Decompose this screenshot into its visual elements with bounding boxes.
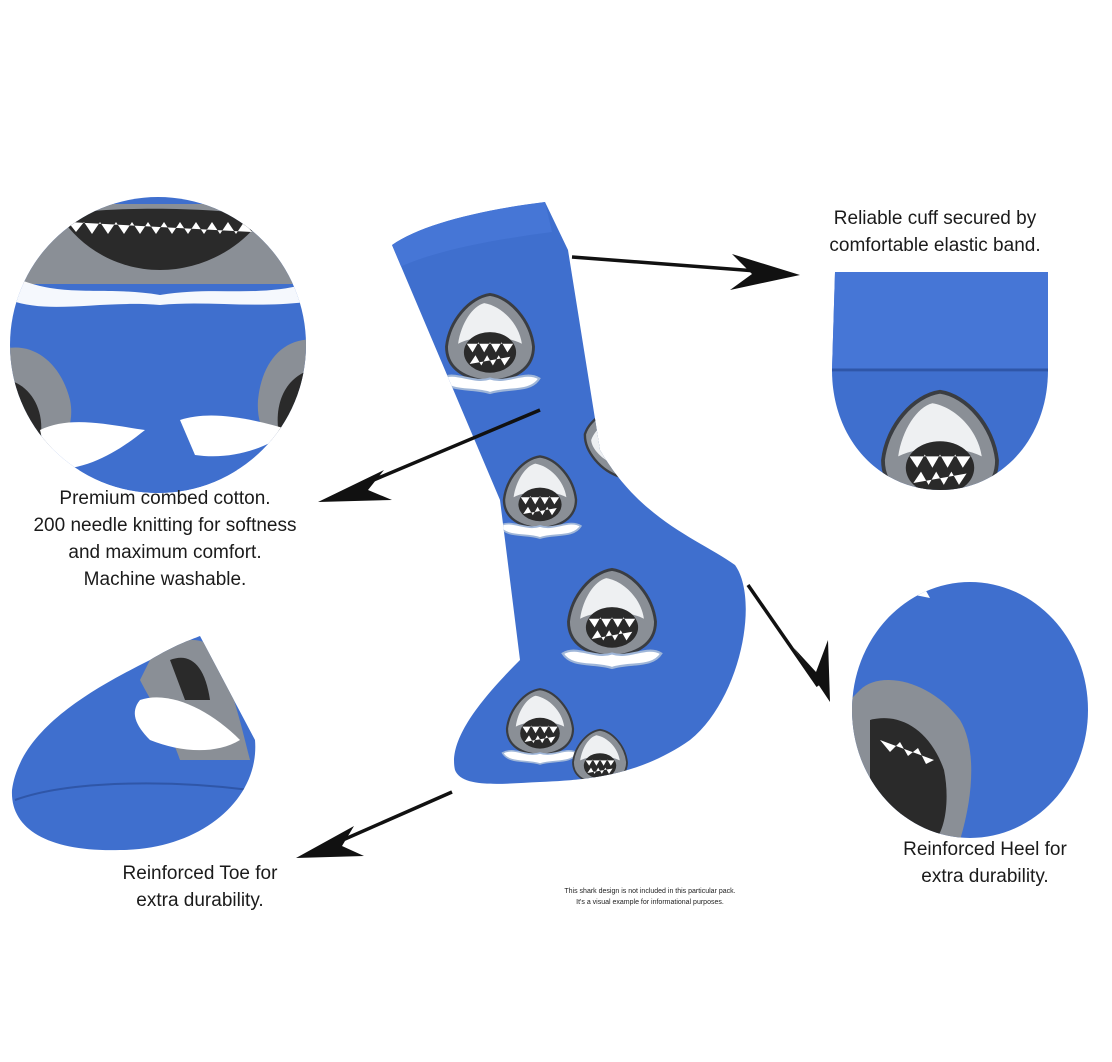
arrow-to-cuff — [571, 254, 800, 290]
arrow-to-heel — [746, 584, 830, 702]
cotton-detail-photo — [10, 197, 306, 493]
cuff-caption: Reliable cuff secured by comfortable ela… — [829, 208, 1041, 256]
arrow-to-cotton — [318, 408, 541, 502]
heel-detail-photo — [852, 582, 1088, 838]
cotton-caption: Premium combed cotton. 200 needle knitti… — [33, 488, 297, 590]
arrow-to-toe — [296, 790, 453, 858]
design-disclaimer: This shark design is not included in thi… — [564, 888, 736, 906]
toe-detail-photo — [11, 636, 256, 851]
sock-photo — [392, 202, 746, 784]
cuff-detail-photo — [832, 272, 1048, 490]
heel-caption: Reinforced Heel for extra durability. — [903, 839, 1067, 887]
toe-caption: Reinforced Toe for extra durability. — [122, 863, 278, 911]
